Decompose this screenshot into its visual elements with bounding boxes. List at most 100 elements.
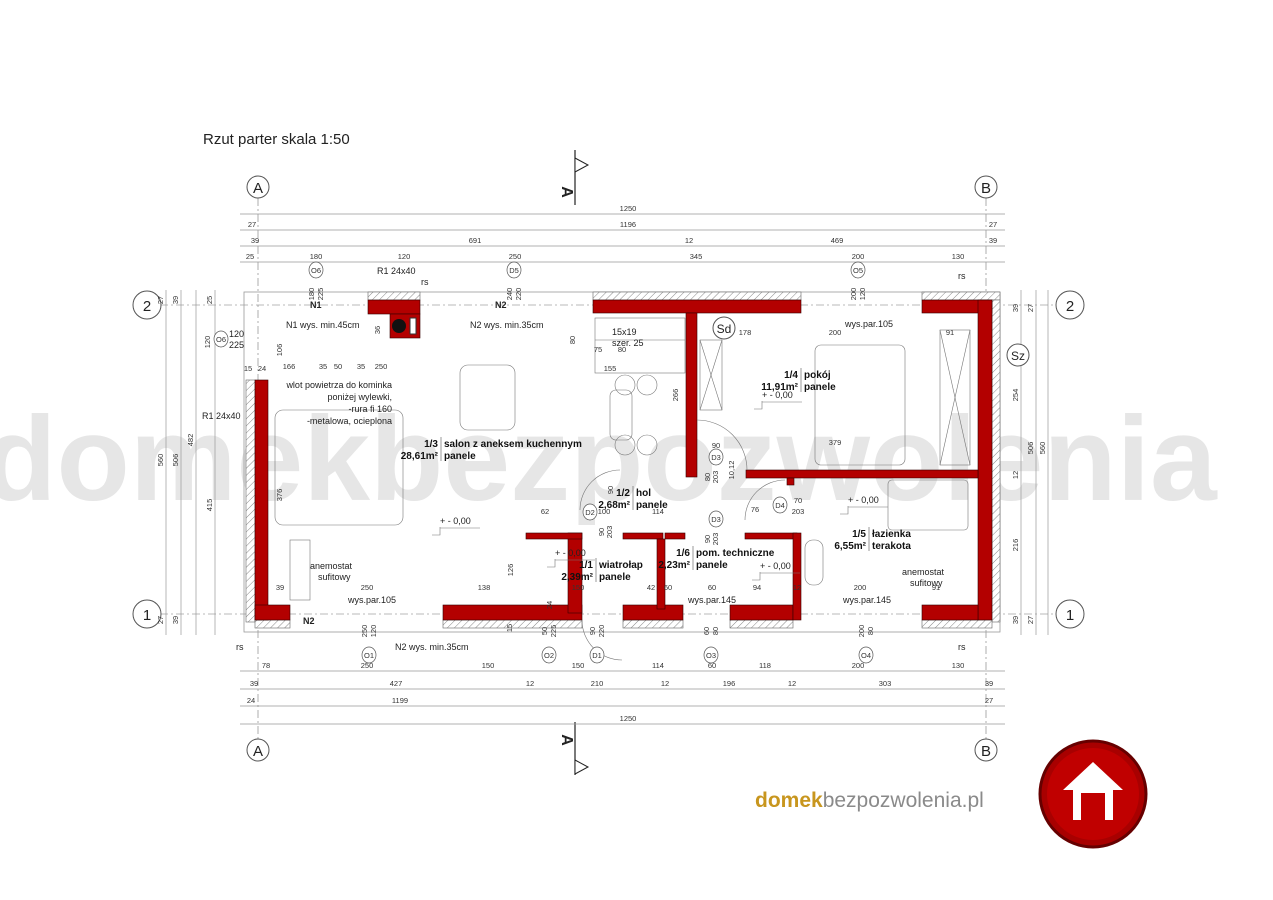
dimension-label: 39 [985,679,993,688]
axis-marker-b-top: B [974,175,998,199]
inner-dimension: 376 [275,489,284,502]
n2-note: N2 wys. min.35cm [470,320,544,330]
svg-text:A: A [253,180,263,197]
dimension-label: 506 [171,454,180,467]
watermark: domekbezpozwolenia [0,392,1218,526]
inner-dimension: 90 [712,441,720,450]
svg-text:1/2: 1/2 [616,488,630,499]
dimension-label: 118 [759,661,771,670]
inner-dimension: 250 [375,362,388,371]
svg-text:łazienka: łazienka [872,529,911,540]
svg-text:O6: O6 [216,335,226,344]
inner-dimension: 35 [357,362,365,371]
inner-dimension: 91 [946,328,954,337]
svg-text:D3: D3 [711,453,721,462]
svg-text:O3: O3 [706,651,716,660]
inner-dimension: 155 [604,364,617,373]
inner-dimension: 60 [664,583,672,592]
dimension-label: 39 [171,296,180,304]
inner-dimension: 36 [373,326,382,334]
furniture [274,317,971,661]
svg-text:180: 180 [307,288,316,301]
axis-marker-2-right: 2 [1055,290,1085,320]
stairs-note: 15x19 [612,327,637,337]
svg-text:203: 203 [711,471,720,484]
dimension-label: 12 [526,679,534,688]
svg-text:200: 200 [857,625,866,638]
svg-text:50: 50 [540,627,549,635]
svg-text:80: 80 [866,627,875,635]
inner-dimension: 15 [244,364,252,373]
inner-dimension: 200 [829,328,842,337]
n1-note: N1 wys. min.45cm [286,320,360,330]
sill-height: wys.par.105 [844,319,893,329]
svg-text:1/4: 1/4 [784,370,798,381]
rs-label: rs [421,277,429,287]
svg-text:-rura fi 160: -rura fi 160 [348,404,392,414]
dimension-label: 12 [661,679,669,688]
inner-dimension: 60 [708,583,716,592]
brand-url-part1: domek [755,789,823,812]
svg-text:sufitowy: sufitowy [318,572,351,582]
svg-text:D3: D3 [711,515,721,524]
svg-text:panele: panele [599,572,631,583]
level-mark: + - 0,00 [762,390,793,400]
inner-dimension: 126 [506,564,515,577]
sd-marker: Sd [712,316,736,340]
dimension-label: 12 [788,679,796,688]
svg-text:O2: O2 [544,651,554,660]
svg-text:D4: D4 [775,501,785,510]
dimension-label: 24 [247,696,255,705]
anemostat-note: anemostat [902,567,945,577]
level-mark: + - 0,00 [848,495,879,505]
dimension-label: 1199 [392,696,408,705]
dimension-label: 27 [248,220,256,229]
inner-dimension: 39 [276,583,284,592]
svg-text:90: 90 [588,627,597,635]
inner-dimension: 75 [594,345,602,354]
svg-text:pom. techniczne: pom. techniczne [696,548,775,559]
inner-dimension: 91 [932,583,940,592]
dimension-label: 150 [482,661,495,670]
dimension-label: 39 [989,236,997,245]
svg-text:-metalowa, ocieplona: -metalowa, ocieplona [307,416,392,426]
sill-height: wys.par.145 [687,595,736,605]
axis-marker-b-bottom: B [974,738,998,762]
brand-url: domekbezpozwolenia.pl [755,789,984,813]
dimension-label: 39 [250,679,258,688]
rs-label: rs [958,642,966,652]
dimension-label: 691 [469,236,482,245]
svg-text:120: 120 [229,329,244,339]
dimension-label: 78 [262,661,270,670]
inner-dimension: 76 [751,505,759,514]
inner-dimension: 138 [478,583,491,592]
inner-dimension: 379 [829,438,842,447]
svg-text:Sd: Sd [717,322,732,336]
svg-text:240: 240 [505,288,514,301]
svg-text:250: 250 [360,625,369,638]
inner-dimension: 266 [671,389,680,402]
annotations: N1 N2 N2 N1 wys. min.45cm N2 wys. min.35… [202,266,1030,652]
dimension-label: 216 [1011,539,1020,552]
dimension-label: 560 [1038,442,1047,455]
svg-text:225: 225 [229,340,244,350]
grid-axes: A B A B 2 2 1 1 [132,175,1085,762]
dimension-label: 180 [310,252,323,261]
svg-text:panele: panele [444,451,476,462]
svg-text:terakota: terakota [872,541,911,552]
svg-text:120: 120 [369,625,378,638]
svg-text:70: 70 [794,496,802,505]
svg-text:B: B [981,180,991,197]
dimension-label: 469 [831,236,844,245]
svg-text:60: 60 [702,627,711,635]
svg-text:D5: D5 [509,266,519,275]
